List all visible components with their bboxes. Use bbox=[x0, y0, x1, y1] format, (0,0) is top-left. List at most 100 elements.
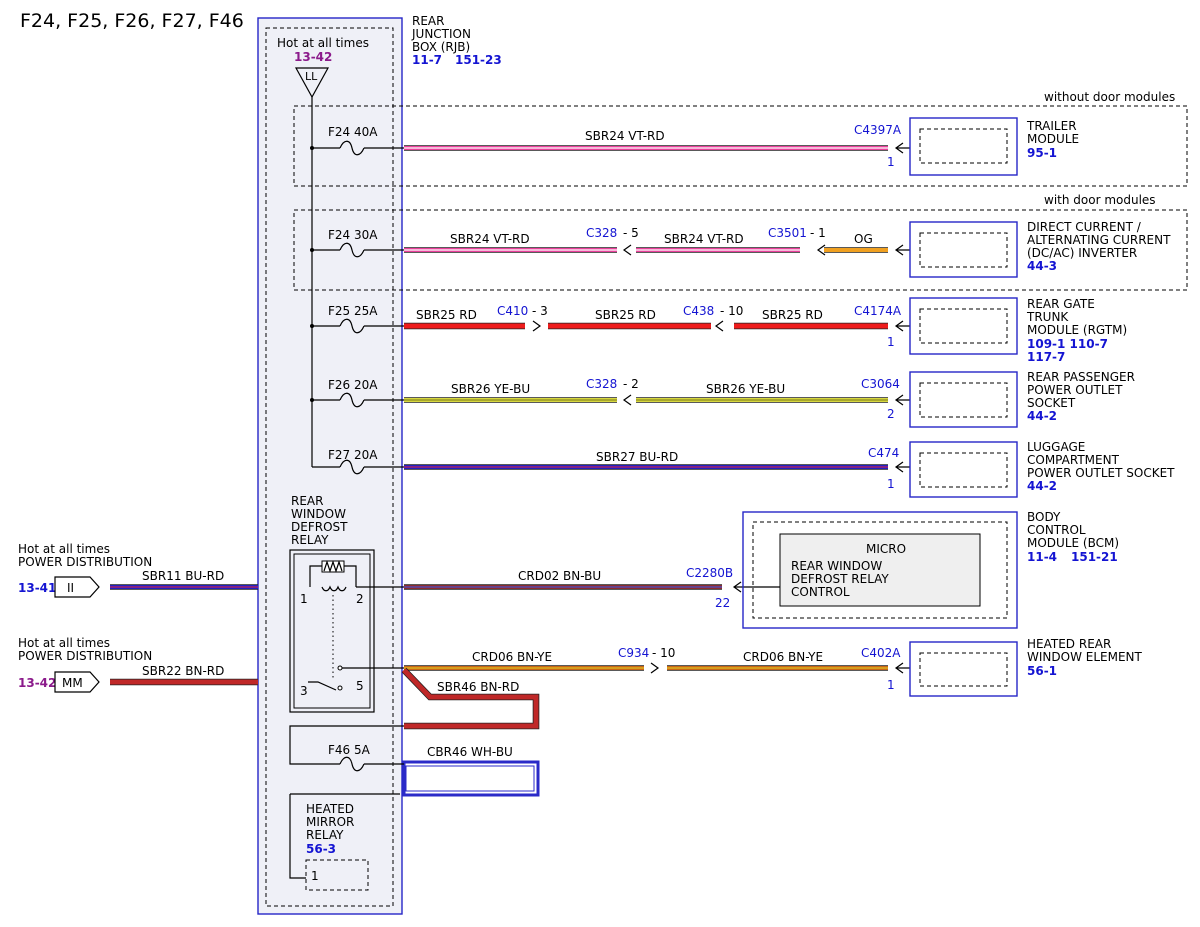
fuse-f26-label: F26 20A bbox=[328, 378, 378, 392]
fuse-f24-30-label: F24 30A bbox=[328, 228, 378, 242]
svg-text:ALTERNATING CURRENT: ALTERNATING CURRENT bbox=[1027, 233, 1171, 247]
diagram-title: F24, F25, F26, F27, F46 bbox=[20, 10, 244, 32]
mirror-relay-border bbox=[289, 793, 400, 879]
rgtm-module: REAR GATE TRUNK MODULE (RGTM) 109-1 110-… bbox=[909, 297, 1127, 364]
circuit-sbr11: SBR11 BU-RD bbox=[142, 569, 224, 583]
pin-outlet: 2 bbox=[887, 407, 895, 421]
arrow-c3501 bbox=[816, 244, 826, 256]
rear-power-outlet-module: REAR PASSENGER POWER OUTLET SOCKET 44-2 bbox=[909, 370, 1135, 428]
svg-text:MM: MM bbox=[62, 676, 83, 690]
ii-connector-icon bbox=[54, 576, 100, 598]
pin-bcm: 22 bbox=[715, 596, 730, 610]
relay-coil-wire bbox=[309, 565, 357, 587]
circuit-sbr24-a: SBR24 VT-RD bbox=[450, 232, 530, 246]
luggage-outlet-module: LUGGAGE COMPARTMENT POWER OUTLET SOCKET … bbox=[909, 440, 1175, 498]
svg-text:DEFROST RELAY: DEFROST RELAY bbox=[791, 572, 889, 586]
power-input-ii: Hot at all times POWER DISTRIBUTION 13-4… bbox=[18, 542, 152, 598]
svg-text:MODULE: MODULE bbox=[1027, 132, 1079, 146]
svg-text:11-4: 11-4 bbox=[1027, 550, 1057, 564]
circuit-sbr25-c: SBR25 RD bbox=[762, 308, 823, 322]
svg-text:13-42: 13-42 bbox=[18, 676, 56, 690]
svg-text:POWER OUTLET: POWER OUTLET bbox=[1027, 383, 1123, 397]
dcac-inverter-module: DIRECT CURRENT / ALTERNATING CURRENT (DC… bbox=[909, 220, 1171, 278]
connector-c2280b: C2280B bbox=[686, 566, 733, 580]
fuse-icon bbox=[339, 392, 365, 408]
rjb-label-1: REAR bbox=[412, 14, 444, 28]
svg-text:DEFROST: DEFROST bbox=[291, 520, 348, 534]
svg-text:5: 5 bbox=[356, 679, 364, 693]
svg-text:REAR WINDOW: REAR WINDOW bbox=[791, 559, 882, 573]
svg-text:REAR PASSENGER: REAR PASSENGER bbox=[1027, 370, 1135, 384]
svg-text:HEATED REAR: HEATED REAR bbox=[1027, 637, 1111, 651]
with-door-label: with door modules bbox=[1044, 193, 1156, 207]
svg-text:TRAILER: TRAILER bbox=[1026, 119, 1077, 133]
svg-text:POWER OUTLET SOCKET: POWER OUTLET SOCKET bbox=[1027, 466, 1175, 480]
svg-text:56-1: 56-1 bbox=[1027, 664, 1057, 678]
svg-text:REAR: REAR bbox=[291, 494, 323, 508]
svg-text:2: 2 bbox=[356, 592, 364, 606]
circuit-sbr25-a: SBR25 RD bbox=[416, 308, 477, 322]
rjb-hot-label: Hot at all times bbox=[277, 36, 369, 50]
connector-c328-5: C328 bbox=[586, 226, 617, 240]
arrow-trailer bbox=[894, 142, 910, 154]
connector-c3064: C3064 bbox=[861, 377, 900, 391]
rjb-inner-box bbox=[265, 27, 394, 907]
connector-c4174a: C4174A bbox=[854, 304, 902, 318]
circuit-sbr24-trailer: SBR24 VT-RD bbox=[585, 129, 665, 143]
pin-luggage: 1 bbox=[887, 477, 895, 491]
pin-trailer: 1 bbox=[887, 155, 895, 169]
relay-output-wires bbox=[342, 586, 404, 669]
fuse-icon bbox=[339, 140, 365, 156]
f46-section: F46 5A HEATED MIRROR RELAY 56-3 1 bbox=[289, 725, 404, 891]
rjb-label-2: JUNCTION bbox=[411, 27, 471, 41]
rjb-hot-ref: 13-42 bbox=[294, 50, 332, 64]
circuit-sbr25-b: SBR25 RD bbox=[595, 308, 656, 322]
circuit-sbr24-b: SBR24 VT-RD bbox=[664, 232, 744, 246]
without-door-region bbox=[293, 105, 1188, 187]
svg-text:109-1 110-7: 109-1 110-7 bbox=[1027, 337, 1108, 351]
f46-feed-wire bbox=[289, 725, 404, 765]
pin-rgtm: 1 bbox=[887, 335, 895, 349]
connector-arrows bbox=[532, 142, 910, 674]
connector-c438-pin: - 10 bbox=[720, 304, 743, 318]
fuse-row-f25: F25 25A bbox=[312, 304, 404, 334]
connector-c934: C934 bbox=[618, 646, 649, 660]
circuit-sbr26-a: SBR26 YE-BU bbox=[451, 382, 530, 396]
fuse-icon bbox=[339, 242, 365, 258]
circuit-crd02: CRD02 BN-BU bbox=[518, 569, 601, 583]
connector-c934-pin: - 10 bbox=[652, 646, 675, 660]
wire-cbr46 bbox=[402, 760, 540, 797]
svg-text:44-2: 44-2 bbox=[1027, 479, 1057, 493]
fuse-f25-label: F25 25A bbox=[328, 304, 378, 318]
arrow-c328-5 bbox=[622, 244, 632, 256]
ll-connector-label: LL bbox=[305, 70, 318, 83]
arrow-c410 bbox=[532, 320, 542, 332]
arrow-rgtm bbox=[894, 320, 910, 332]
without-door-label: without door modules bbox=[1044, 90, 1175, 104]
svg-text:DIRECT CURRENT /: DIRECT CURRENT / bbox=[1027, 220, 1142, 234]
svg-text:BODY: BODY bbox=[1027, 510, 1061, 524]
connector-c328-2-pin: - 2 bbox=[623, 377, 639, 391]
svg-text:MODULE (BCM): MODULE (BCM) bbox=[1027, 536, 1119, 550]
fuse-f46-label: F46 5A bbox=[328, 743, 371, 757]
circuit-sbr46: SBR46 BN-RD bbox=[437, 680, 519, 694]
svg-text:1: 1 bbox=[300, 592, 308, 606]
bcm-module: MICRO REAR WINDOW DEFROST RELAY CONTROL … bbox=[742, 510, 1119, 629]
arrow-inverter bbox=[894, 244, 910, 256]
svg-text:SOCKET: SOCKET bbox=[1027, 396, 1076, 410]
arrow-c934 bbox=[650, 662, 660, 674]
fuse-row-f24-30: F24 30A bbox=[312, 228, 404, 258]
fuse-row-f26: F26 20A bbox=[312, 378, 404, 408]
svg-text:LUGGAGE: LUGGAGE bbox=[1027, 440, 1085, 454]
svg-text:HEATED: HEATED bbox=[306, 802, 354, 816]
rjb-ref-2: 151-23 bbox=[455, 53, 502, 67]
arrow-outlet bbox=[894, 394, 910, 406]
connector-c410: C410 bbox=[497, 304, 528, 318]
arrow-c328-2 bbox=[622, 394, 632, 406]
rjb-label-3: BOX (RJB) bbox=[412, 40, 470, 54]
circuit-og: OG bbox=[854, 232, 873, 246]
fuse-icon bbox=[339, 318, 365, 334]
mm-connector-icon bbox=[54, 671, 100, 693]
svg-text:95-1: 95-1 bbox=[1027, 146, 1057, 160]
